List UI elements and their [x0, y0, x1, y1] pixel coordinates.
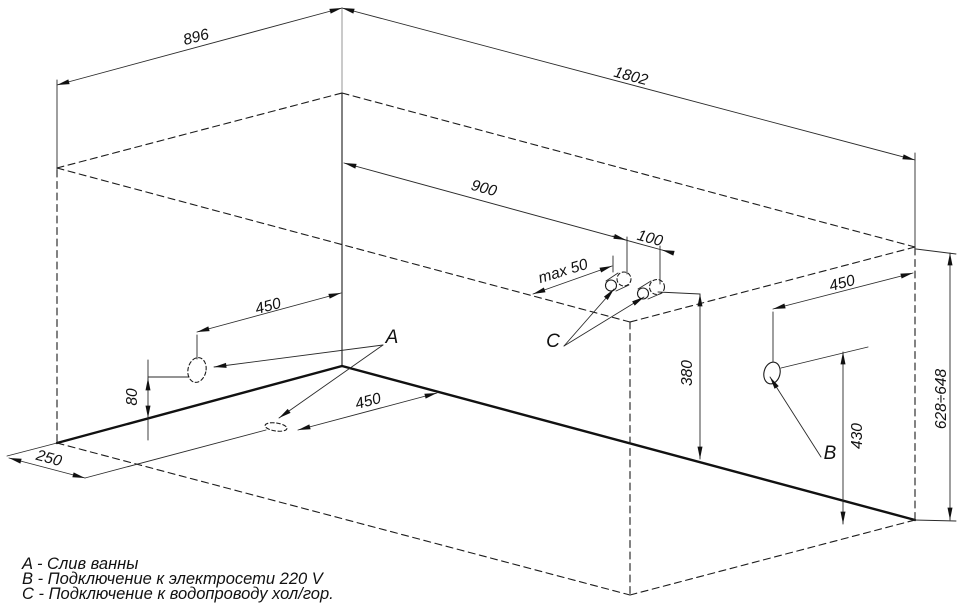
floor-drain-marker — [264, 422, 288, 432]
fitting1-end-circle — [604, 279, 618, 292]
tub-top-front-left-edge — [56, 167, 631, 323]
leader-b-socket — [769, 376, 822, 458]
fitting1-top-line — [605, 272, 619, 282]
dim-text-450-wall: 450 — [253, 295, 283, 318]
socket-ellipse — [763, 361, 781, 385]
dim-floor-drain-offset: 450 — [297, 390, 438, 431]
dim-rim-height: 628÷648 — [913, 248, 957, 522]
dim-text-max50: max 50 — [536, 256, 590, 287]
connector-socket-430 — [780, 346, 869, 369]
fitting2-top-line — [637, 280, 652, 290]
callout-b: B — [769, 376, 837, 464]
leader-c-fitting2 — [563, 296, 645, 347]
dim-text-450-floor: 450 — [353, 390, 383, 413]
label-a: A — [385, 327, 399, 348]
leader-a-floor-drain — [278, 344, 384, 419]
dim-text-450-socket: 450 — [827, 272, 857, 295]
extension-250-left — [6, 442, 58, 457]
arrow-at-900 — [612, 233, 627, 241]
fitting2-bottom-line — [647, 292, 663, 300]
dim-line-250 — [8, 457, 86, 479]
dim-text-100: 100 — [635, 227, 665, 250]
pipe-fitting-1 — [604, 271, 632, 292]
fitting1-bottom-line — [615, 284, 630, 292]
dim-line-max50 — [532, 265, 613, 295]
callout-a: A — [213, 327, 399, 419]
dim-floor-front-offset: 250 — [6, 429, 267, 479]
dim-water-height: 380 — [657, 291, 703, 460]
dim-line-896 — [56, 7, 343, 86]
dim-text-628-648: 628÷648 — [933, 369, 950, 430]
bathtub-envelope-outline — [56, 92, 916, 596]
dim-socket-offset: 450 — [772, 272, 914, 363]
dim-text-896: 896 — [181, 26, 211, 49]
left-wall-floor-junction — [55, 364, 344, 445]
dim-socket-height: 430 — [780, 346, 869, 525]
dim-text-80: 80 — [124, 388, 141, 406]
legend-line-a: A - Слив ванны — [21, 555, 138, 573]
dim-line-450-socket — [772, 272, 914, 310]
connector-fitting2-380 — [657, 291, 701, 295]
pipe-fitting-2 — [636, 278, 666, 300]
tub-bottom-front-right-edge — [629, 519, 916, 596]
fitting2-body-circle — [648, 278, 666, 296]
tub-top-front-right-edge — [629, 246, 916, 323]
extension-250-right — [84, 429, 267, 479]
floor-drain-ellipse — [264, 422, 288, 432]
room-structure — [55, 7, 917, 522]
tub-top-back-left-edge — [56, 92, 343, 169]
socket-marker — [763, 361, 781, 385]
extension-628-bottom — [913, 519, 957, 522]
dim-text-430: 430 — [849, 423, 866, 449]
callout-c: C — [546, 288, 645, 352]
arrow-at-100 — [661, 249, 675, 256]
dim-left-wall: 896 — [56, 7, 343, 86]
wall-drain-ellipse — [187, 357, 207, 383]
dim-text-900: 900 — [469, 177, 499, 200]
tub-top-back-right-edge — [341, 92, 916, 248]
dim-line-1802 — [341, 7, 916, 161]
dim-wall-drain-offset: 450 — [196, 292, 342, 360]
tub-bottom-front-left-edge — [56, 442, 631, 596]
right-wall-floor-junction — [340, 364, 917, 522]
leader-a-wall-drain — [213, 344, 384, 368]
legend-line-b: B - Подключение к электросети 220 V — [22, 570, 325, 588]
dim-line-450-floor — [297, 392, 438, 431]
dim-drain-height: 80 — [124, 359, 190, 441]
label-b: B — [824, 443, 837, 464]
leader-c-fitting1 — [563, 288, 615, 347]
dim-text-380: 380 — [679, 360, 696, 386]
legend: A - Слив ванны B - Подключение к электро… — [21, 555, 334, 603]
label-c: C — [546, 331, 560, 352]
dim-water-connections: 900 100 — [343, 162, 675, 285]
legend-line-c: C - Подключение к водопроводу хол/гор. — [22, 585, 334, 603]
dim-text-1802: 1802 — [612, 64, 650, 89]
dim-text-250: 250 — [33, 447, 64, 470]
fitting1-body-circle — [616, 271, 632, 287]
wall-drain-marker — [187, 357, 207, 383]
dim-line-450-wall — [196, 292, 342, 333]
extension-628-top — [915, 248, 957, 255]
dim-right-wall: 1802 — [341, 7, 916, 161]
dim-pipe-protrusion: max 50 — [532, 255, 614, 295]
